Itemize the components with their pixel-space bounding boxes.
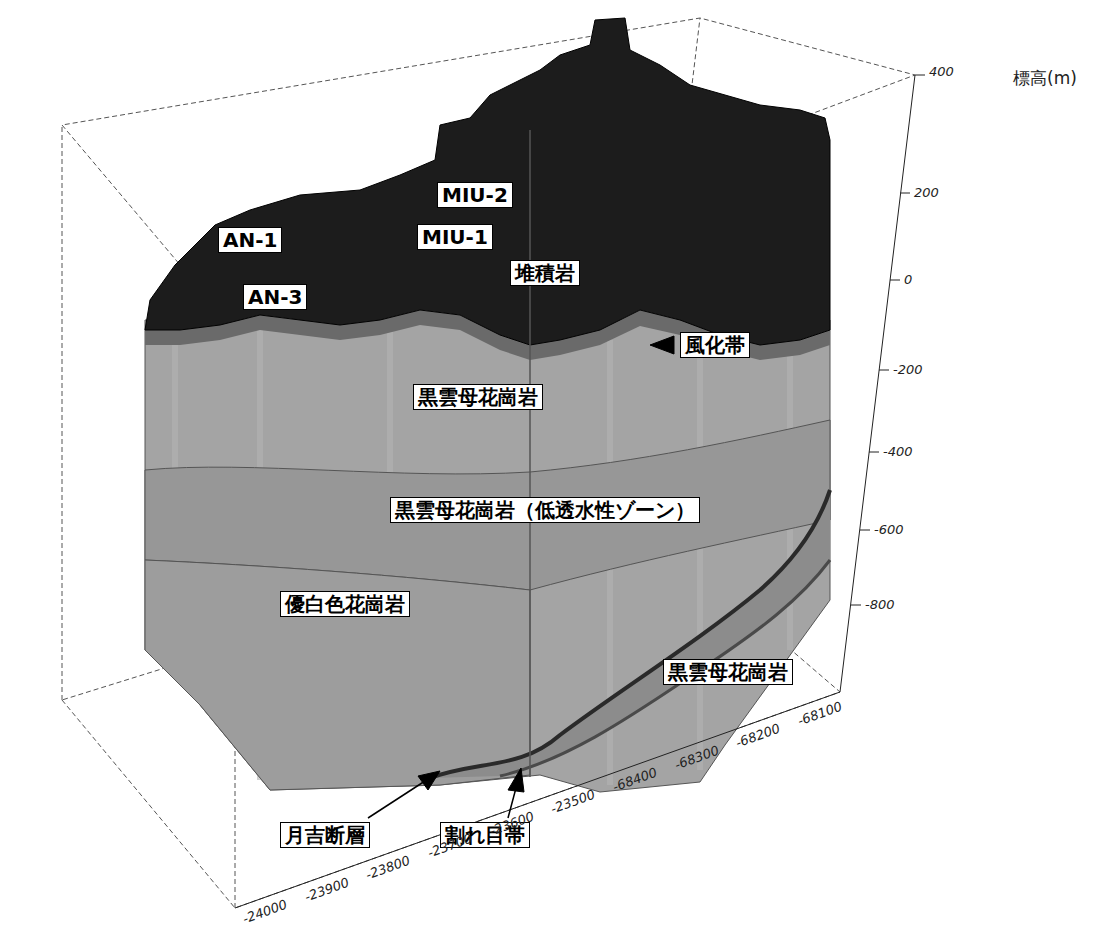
label-text: MIU-2 (442, 183, 508, 207)
axis-tick: -600 (874, 523, 904, 537)
zone-label: 黒雲母花崗岩（低透水性ゾーン） (390, 497, 700, 523)
fault-label: 月吉断層 (280, 822, 370, 848)
rock-label: 黒雲母花崗岩 (663, 659, 793, 685)
borehole-label: MIU-2 (437, 182, 513, 208)
tsukiyoshi-fault (430, 490, 830, 778)
label-text: AN-3 (248, 285, 302, 309)
wireframe (62, 18, 915, 908)
label-text: 堆積岩 (515, 261, 575, 285)
borehole-label: AN-3 (243, 284, 307, 310)
label-text: 黒雲母花崗岩 (418, 385, 538, 409)
fracture-line (500, 560, 830, 776)
axis-tick: -23900 (303, 876, 351, 905)
biotite-granite (145, 320, 830, 792)
axis-tick: -68200 (734, 722, 782, 751)
borehole-label: AN-1 (218, 227, 282, 253)
label-text: 風化帯 (685, 333, 745, 357)
leucogranite (145, 560, 530, 790)
fracture-zone (430, 490, 830, 778)
block-edge (529, 130, 531, 777)
rock-label: 優白色花崗岩 (280, 591, 410, 617)
label-text: MIU-1 (422, 225, 488, 249)
sedimentary-rock (145, 18, 830, 345)
borehole-label: MIU-1 (417, 224, 493, 250)
axis-tick: -23500 (549, 788, 597, 817)
leader-arrows (368, 336, 674, 818)
label-text: 黒雲母花崗岩（低透水性ゾーン） (395, 498, 695, 522)
rock-label: 黒雲母花崗岩 (413, 384, 543, 410)
axis-tick: -23800 (364, 854, 412, 883)
axis-tick: 0 (904, 273, 912, 287)
rock-label: 堆積岩 (510, 260, 580, 286)
label-text: 月吉断層 (285, 823, 365, 847)
label-text: AN-1 (223, 228, 277, 252)
label-text: 黒雲母花崗岩 (668, 660, 788, 684)
low-permeability-zone (145, 420, 830, 590)
axis-tick: -800 (865, 598, 895, 612)
axis-title: 標高(m) (1013, 69, 1077, 88)
axis-tick: -68100 (796, 700, 844, 729)
axis-tick: -200 (893, 363, 923, 377)
axes (235, 75, 925, 908)
label-text: 優白色花崗岩 (285, 592, 405, 616)
axis-tick: -24000 (241, 898, 289, 927)
axis-tick: 400 (929, 65, 954, 79)
axis-tick: -400 (883, 445, 913, 459)
zone-label: 風化帯 (680, 332, 750, 358)
axis-tick: 200 (914, 186, 939, 200)
